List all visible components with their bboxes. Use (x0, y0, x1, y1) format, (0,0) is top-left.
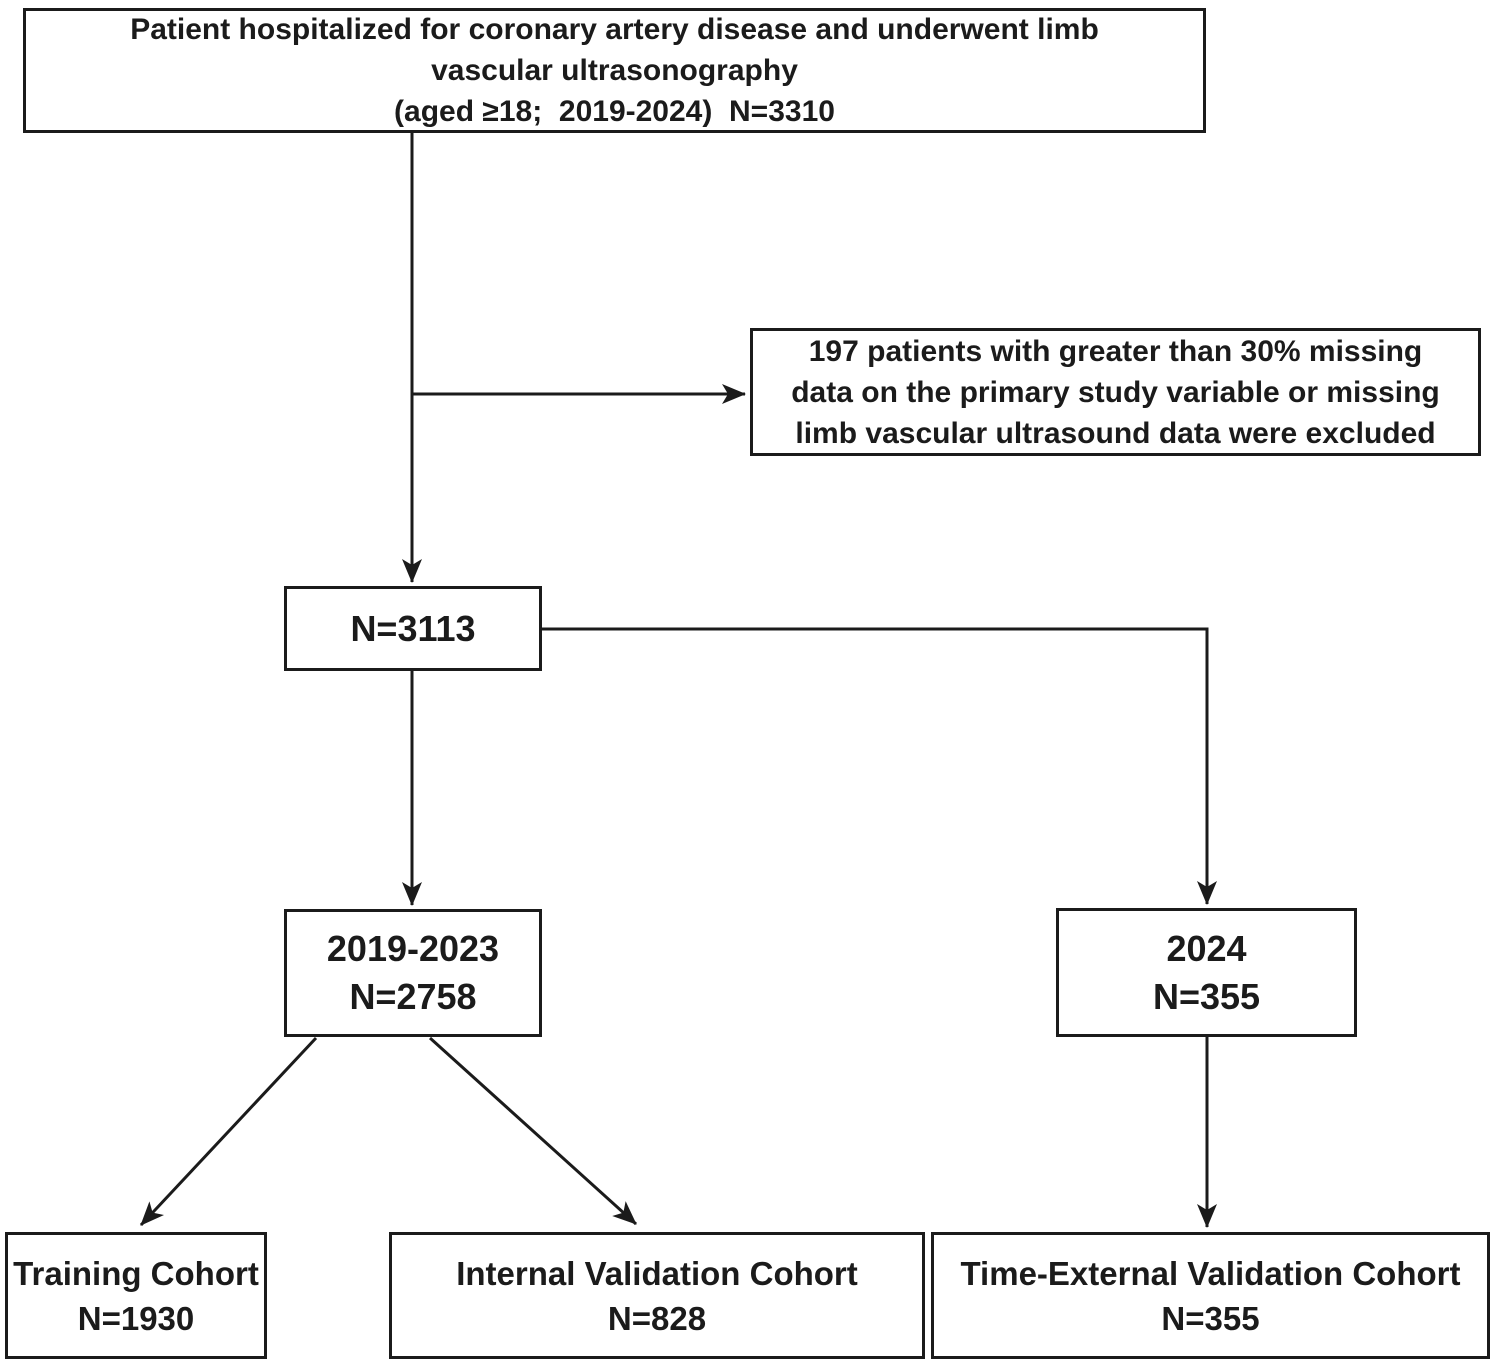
training-cohort-box: Training Cohort N=1930 (5, 1232, 267, 1359)
training-cohort-title: Training Cohort (13, 1254, 259, 1292)
exclusion-line-2: data on the primary study variable or mi… (791, 375, 1440, 409)
eligibility-line-3: (aged ≥18; 2019-2024) N=3310 (394, 95, 835, 128)
time-external-validation-count: N=355 (1161, 1299, 1260, 1337)
training-cohort-count: N=1930 (77, 1299, 195, 1337)
internal-validation-title: Internal Validation Cohort (456, 1254, 858, 1292)
internal-validation-count: N=828 (607, 1299, 707, 1337)
exclusion-line-1: 197 patients with greater than 30% missi… (808, 334, 1423, 368)
time-external-validation-cohort-box: Time-External Validation Cohort N=355 (931, 1232, 1490, 1359)
cohort-2024-period: 2024 (1166, 927, 1247, 969)
arrow-n3113-to-2024 (542, 627, 1217, 905)
cohort-2024-count: N=355 (1152, 975, 1261, 1017)
eligibility-line-1: Patient hospitalized for coronary artery… (130, 13, 1099, 46)
eligibility-box: Patient hospitalized for coronary artery… (23, 8, 1206, 133)
arrow-2019-2023-to-internal (428, 1036, 638, 1226)
cohort-2019-2023-count: N=2758 (349, 976, 477, 1017)
cohort-2024-box: 2024 N=355 (1056, 908, 1357, 1037)
exclusion-box: 197 patients with greater than 30% missi… (750, 328, 1481, 456)
time-external-validation-title: Time-External Validation Cohort (960, 1254, 1461, 1292)
eligibility-line-2: vascular ultrasonography (431, 54, 798, 87)
exclusion-line-3: limb vascular ultrasound data were exclu… (795, 416, 1436, 450)
arrow-2019-2023-to-training (139, 1036, 318, 1227)
cohort-2019-2023-box: 2019-2023 N=2758 (284, 909, 542, 1037)
post-exclusion-count: N=3113 (350, 607, 476, 649)
cohort-2019-2023-period: 2019-2023 (326, 928, 500, 969)
internal-validation-cohort-box: Internal Validation Cohort N=828 (389, 1232, 925, 1359)
post-exclusion-count-box: N=3113 (284, 586, 542, 671)
